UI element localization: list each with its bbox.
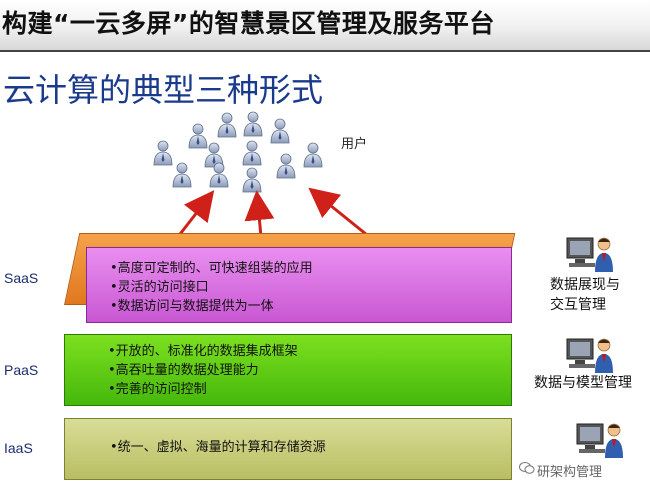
saas-front-slab <box>86 247 512 323</box>
layer-label-iaas: IaaS <box>4 440 33 456</box>
slide-subtitle: 云计算的典型三种形式 <box>3 71 324 109</box>
watermark: 研架构管理 <box>537 465 603 480</box>
saas-bullet: •高度可定制的、可快速组装的应用 <box>110 261 313 276</box>
layer-label-saas: SaaS <box>4 270 39 286</box>
iaas-slab <box>64 418 512 480</box>
right-label-line: 数据与模型管理 <box>534 375 632 391</box>
saas-bullets: •高度可定制的、可快速组装的应用 •灵活的访问接口 •数据访问与数据提供为一体 <box>110 259 313 316</box>
paas-bullet: •高吞吐量的数据处理能力 <box>108 363 259 378</box>
right-label-line: 数据展现与 <box>550 277 620 293</box>
computer-operator-icon <box>566 338 613 373</box>
page-title: 构建“一云多屏”的智慧景区管理及服务平台 <box>2 9 495 38</box>
users-label: 用户 <box>341 137 368 152</box>
header-divider <box>0 50 650 52</box>
computer-operator-icon <box>576 423 623 458</box>
paas-bullets: •开放的、标准化的数据集成框架 •高吞吐量的数据处理能力 •完善的访问控制 <box>108 342 298 399</box>
layer-label-paas: PaaS <box>4 362 39 378</box>
paas-bullet: •开放的、标准化的数据集成框架 <box>108 344 298 359</box>
wechat-icon <box>519 462 535 474</box>
computer-operator-icon <box>566 237 613 272</box>
right-label-paas: 数据与模型管理 <box>534 373 632 393</box>
saas-bullet: •数据访问与数据提供为一体 <box>110 299 274 314</box>
iaas-bullets: •统一、虚拟、海量的计算和存储资源 <box>110 438 326 457</box>
right-label-line: 交互管理 <box>550 297 606 313</box>
user-icon <box>153 111 323 193</box>
paas-bullet: •完善的访问控制 <box>108 382 207 397</box>
paas-slab <box>64 334 512 406</box>
header-banner: 构建“一云多屏”的智慧景区管理及服务平台 <box>0 0 650 50</box>
saas-bullet: •灵活的访问接口 <box>110 280 209 295</box>
right-label-saas: 数据展现与 交互管理 <box>550 275 620 315</box>
iaas-bullet: •统一、虚拟、海量的计算和存储资源 <box>110 440 326 455</box>
